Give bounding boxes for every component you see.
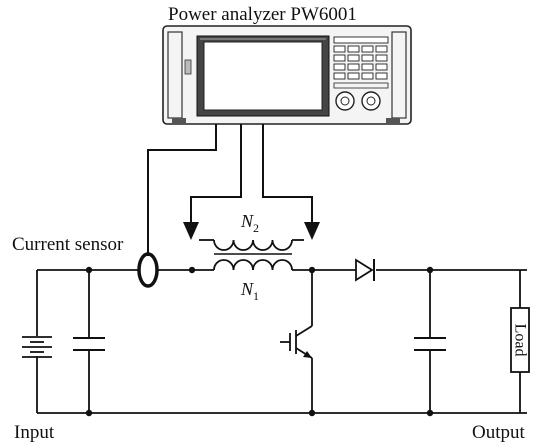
output-label: Output — [472, 422, 526, 442]
secondary-winding-n2 — [213, 239, 293, 251]
primary-winding-n1 — [213, 259, 293, 271]
output-diode — [355, 258, 375, 282]
keypad-strip — [333, 82, 389, 89]
transistor-emitter-arrow — [303, 351, 312, 358]
input-capacitor — [73, 337, 105, 351]
current-sensor-label: Current sensor — [12, 234, 124, 255]
analyzer-foot-right — [386, 118, 400, 123]
analyzer-keypad — [333, 36, 389, 80]
input-battery — [22, 336, 52, 358]
power-analyzer: Power analyzer PW6001 — [162, 4, 412, 125]
junction-dots — [85, 266, 434, 417]
voltage-lead-right — [262, 124, 313, 222]
measurement-leads — [147, 124, 313, 256]
sensor-lead — [147, 124, 217, 256]
analyzer-foot-left — [172, 118, 186, 123]
load-label: Load — [512, 324, 529, 357]
voltage-lead-left — [190, 124, 242, 222]
analyzer-knob-right — [361, 91, 381, 111]
winding-n2-label: N2 — [240, 211, 259, 235]
probe-arrow-left — [183, 222, 199, 240]
analyzer-label: Power analyzer PW6001 — [168, 4, 357, 25]
input-label: Input — [14, 422, 55, 442]
analyzer-port — [184, 59, 192, 75]
switching-transistor — [280, 325, 313, 359]
knob-right-inner — [366, 96, 376, 106]
load-resistor — [510, 307, 530, 373]
current-sensor-icon — [137, 252, 159, 288]
analyzer-knob-left — [335, 91, 355, 111]
probe-arrow-right — [304, 222, 320, 240]
knob-left-inner — [340, 96, 350, 106]
output-capacitor — [414, 337, 446, 351]
winding-n1-label: N1 — [240, 279, 259, 303]
analyzer-screen — [203, 41, 323, 111]
